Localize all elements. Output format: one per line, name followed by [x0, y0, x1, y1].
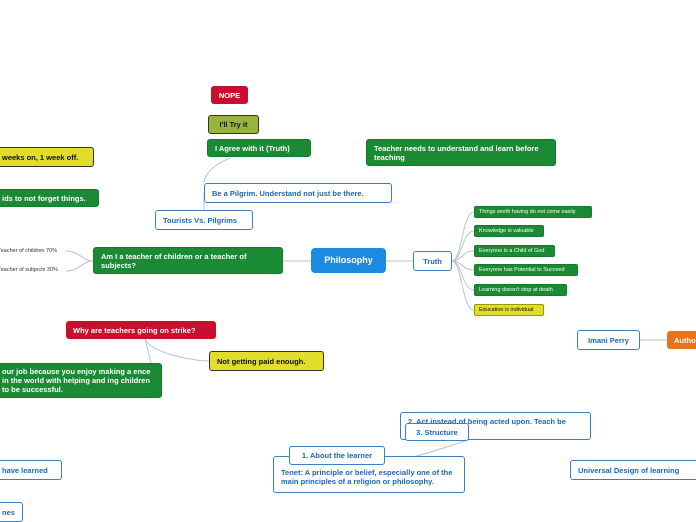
nes-node[interactable]: nes — [0, 502, 23, 522]
teacher-subjects-label[interactable]: Teacher of subjects 30% — [0, 267, 58, 273]
strike-question-node[interactable]: Why are teachers going on strike? — [66, 321, 216, 339]
imani-perry-node[interactable]: Imani Perry — [577, 330, 640, 350]
teacher-needs-node[interactable]: Teacher needs to understand and learn be… — [366, 139, 556, 166]
central-philosophy-node[interactable]: Philosophy — [311, 248, 386, 273]
agree-truth-node[interactable]: I Agree with it (Truth) — [207, 139, 311, 157]
link-pilgrim-up — [203, 157, 231, 183]
link-strike-job — [144, 338, 153, 367]
try-it-node[interactable]: I'll Try it — [208, 115, 259, 134]
teacher-children-label[interactable]: Teacher of children 70% — [0, 248, 58, 254]
pilgrim-node[interactable]: Be a Pilgrim. Understand not just be the… — [204, 183, 392, 203]
teacher-question-node[interactable]: Am I a teacher of children or a teacher … — [93, 247, 283, 274]
link-question-children — [65, 250, 94, 262]
truth-item-6[interactable]: Education is individual — [474, 304, 544, 316]
truth-item-3[interactable]: Everyone is a Child of God — [474, 245, 555, 257]
link-truth-item-2 — [451, 230, 475, 262]
link-truth-item-6 — [451, 260, 475, 311]
enjoy-job-node[interactable]: our job because you enjoy making a ence … — [0, 363, 162, 398]
have-learned-node[interactable]: have learned — [0, 460, 62, 480]
truth-item-4[interactable]: Everyone has Potential to Succeed — [474, 264, 578, 276]
not-paid-node[interactable]: Not getting paid enough. — [209, 351, 324, 371]
truth-item-1[interactable]: Things worth having do not come easily — [474, 206, 592, 218]
nope-node[interactable]: NOPE — [211, 86, 248, 104]
truth-node[interactable]: Truth — [413, 251, 452, 271]
truth-item-2[interactable]: Knowledge is valuable — [474, 225, 544, 237]
structure-node[interactable]: 3. Structure — [405, 423, 469, 441]
link-strike-paid — [144, 338, 211, 362]
link-truth-item-5 — [451, 260, 475, 291]
tourists-vs-pilgrims-node[interactable]: Tourists Vs. Pilgrims — [155, 210, 253, 230]
author-node[interactable]: Autho — [667, 331, 696, 349]
udl-node[interactable]: Universal Design of learning — [570, 460, 696, 480]
link-truth-item-3 — [451, 250, 475, 262]
truth-item-5[interactable]: Learning doesn't stop at death — [474, 284, 567, 296]
weeks-node[interactable]: weeks on, 1 week off. — [0, 147, 94, 167]
forget-things-node[interactable]: ids to not forget things. — [0, 189, 99, 207]
about-learner-node[interactable]: 1. About the learner — [289, 446, 385, 465]
link-question-subjects — [65, 260, 94, 272]
link-truth-item-1 — [451, 211, 475, 262]
